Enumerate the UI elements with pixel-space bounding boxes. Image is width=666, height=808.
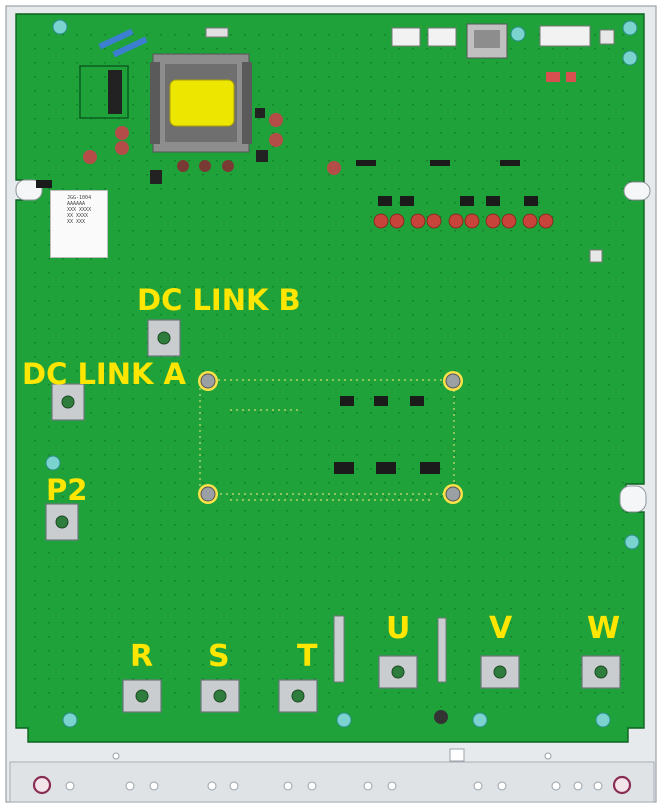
label-p2: P2 bbox=[46, 473, 88, 507]
top-right-connectors bbox=[391, 23, 615, 263]
sticker-line: JGG-1004 bbox=[67, 195, 92, 201]
label-dc-link-a: DC LINK A bbox=[22, 357, 187, 391]
sticker-line: XX XXXX bbox=[67, 213, 89, 219]
capacitor-row bbox=[373, 213, 554, 229]
label-u: U bbox=[386, 611, 411, 646]
sticker-line: AAAAAA bbox=[67, 201, 86, 207]
top-left-components bbox=[79, 27, 341, 184]
sticker-line: XXX XXXX bbox=[67, 207, 92, 213]
rail-holes bbox=[32, 748, 632, 795]
label-s: S bbox=[208, 639, 230, 674]
product-label-sticker: JGG-1004 AAAAAA XXX XXXX XX XXXX XX XXX bbox=[50, 190, 108, 258]
label-r: R bbox=[130, 639, 154, 674]
transformer bbox=[150, 53, 252, 172]
label-t: T bbox=[297, 639, 318, 674]
power-module-posts bbox=[198, 371, 463, 504]
bottom-rail bbox=[9, 761, 655, 803]
label-w: W bbox=[587, 611, 621, 646]
label-dc-link-b: DC LINK B bbox=[137, 283, 301, 317]
mounting-screws bbox=[45, 19, 640, 728]
sticker-line: XX XXX bbox=[67, 219, 86, 225]
label-v: V bbox=[489, 611, 513, 646]
